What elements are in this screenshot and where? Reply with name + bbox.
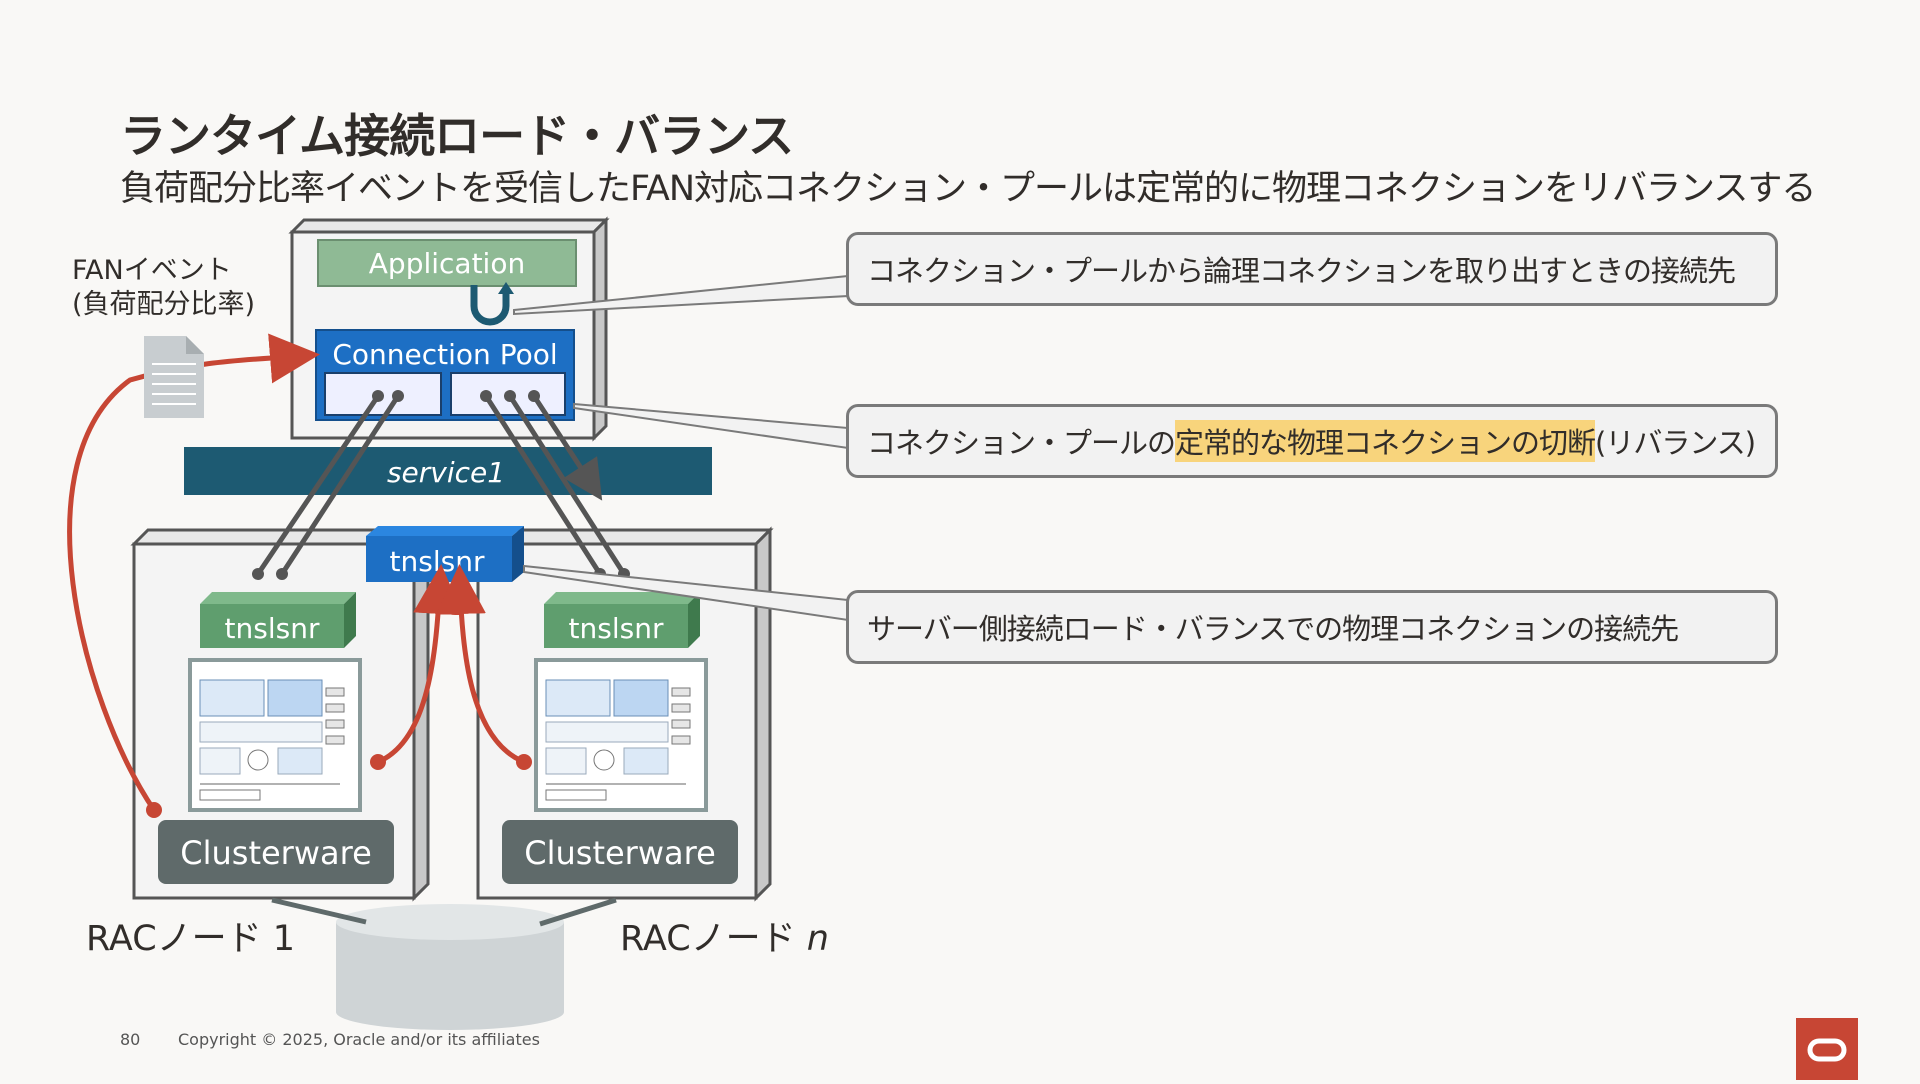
callout-2-pointer: [573, 402, 849, 450]
shared-storage-disk: [336, 904, 564, 1030]
instance-architecture-thumbnail-1: [188, 658, 362, 812]
node1-listener-label: tnslsnr: [225, 612, 320, 645]
physical-connections-noden: [480, 390, 630, 580]
callout-logical-connection: コネクション・プールから論理コネクションを取り出すときの接続先: [846, 232, 1778, 306]
noden-clusterware-box: [502, 820, 738, 884]
instance-architecture-thumbnail-n: [534, 658, 708, 812]
noden-listener-label: tnslsnr: [569, 612, 664, 645]
slide-title: ランタイム接続ロード・バランス: [120, 109, 794, 163]
node1-clusterware-box: [158, 820, 394, 884]
document-icon: [144, 336, 204, 418]
return-arrow-icon: [470, 285, 510, 326]
rac-node-n-label: RACノード n: [620, 919, 829, 959]
fan-event-arrows: [67, 333, 532, 818]
scan-listener-box: [366, 526, 524, 582]
rac-node-1-label: RACノード 1: [86, 919, 295, 959]
node1-listener-box: [200, 592, 356, 648]
callout-rebalance: コネクション・プールの定常的な物理コネクションの切断(リバランス): [846, 404, 1778, 478]
scan-listener-label: tnslsnr: [390, 545, 485, 578]
connection-pool-label: Connection Pool: [332, 338, 557, 371]
page-number: 80: [120, 1030, 141, 1049]
highlighted-text: 定常的な物理コネクションの切断: [1175, 420, 1596, 462]
service-label: service1: [387, 456, 505, 489]
node1-clusterware-label: Clusterware: [180, 834, 372, 872]
service-bar: [184, 447, 712, 495]
copyright-text: Copyright © 2025, Oracle and/or its affi…: [178, 1030, 540, 1049]
noden-clusterware-label: Clusterware: [524, 834, 716, 872]
noden-listener-box: [544, 592, 700, 648]
oracle-logo-icon: [1796, 1018, 1858, 1080]
callout-server-side-lb: サーバー側接続ロード・バランスでの物理コネクションの接続先: [846, 590, 1778, 664]
slide-subtitle: 負荷配分比率イベントを受信したFAN対応コネクション・プールは定常的に物理コネク…: [120, 169, 1816, 209]
application-label: Application: [369, 247, 525, 280]
fan-event-label: FANイベント (負荷配分比率): [72, 255, 256, 320]
physical-connections-node1: [252, 390, 404, 580]
application-box: [317, 239, 577, 287]
